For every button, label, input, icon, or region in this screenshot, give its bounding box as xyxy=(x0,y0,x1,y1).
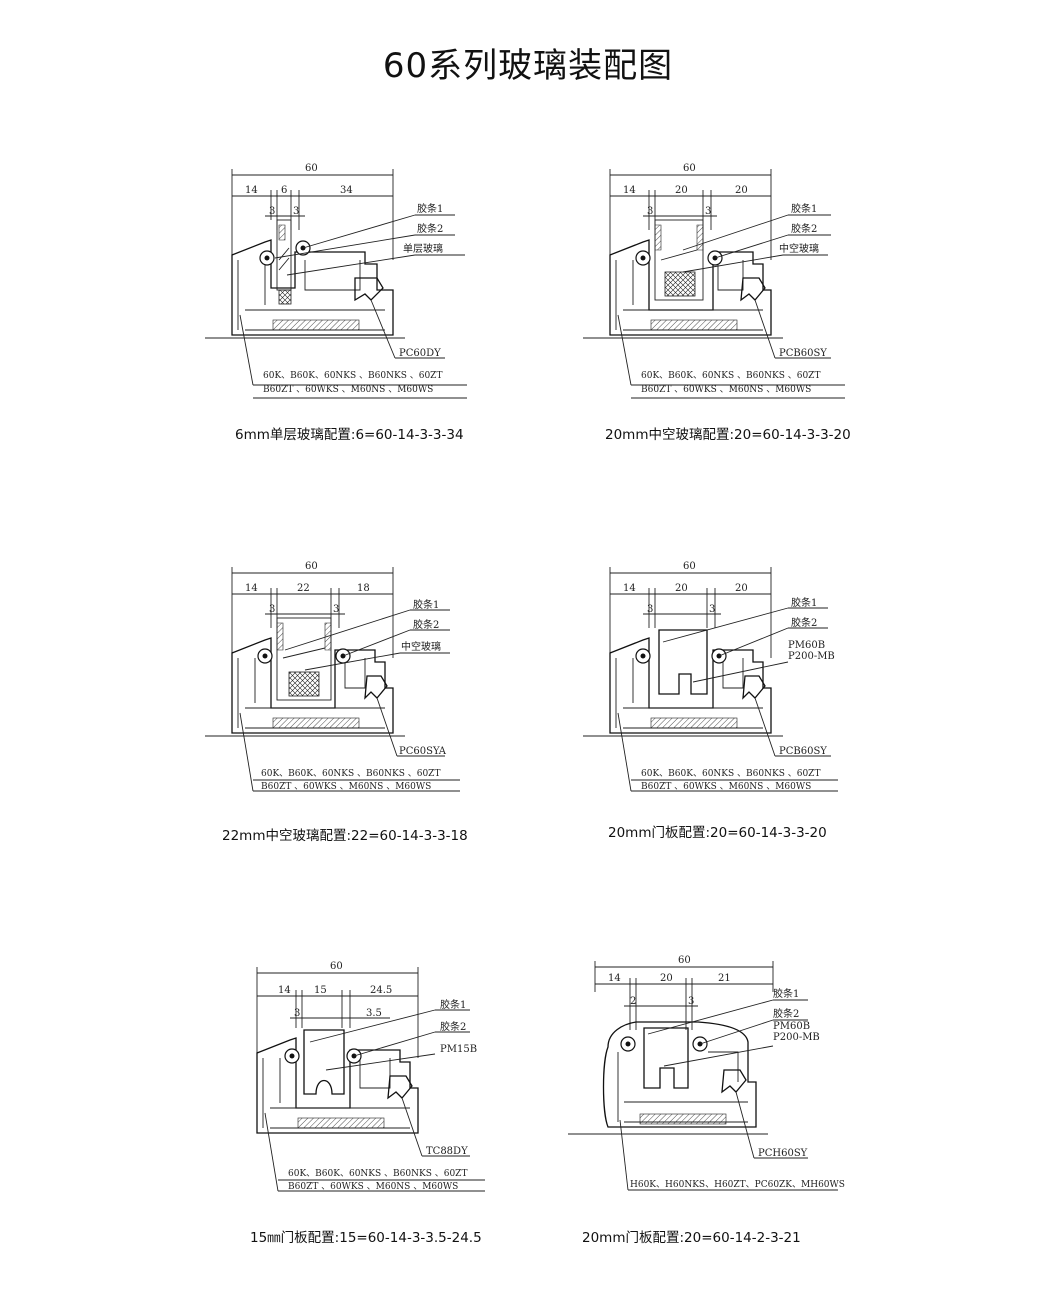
glazing-diagram-20mm-panel: 60 14 20 20 3 3 胶条1 胶条2 PM60B P200-MB PC… xyxy=(583,558,883,808)
fill-label: PM60B xyxy=(773,1021,810,1032)
subdim-a: 3 xyxy=(269,206,275,217)
subdim-b: 3.5 xyxy=(366,1008,382,1019)
seal1-label: 胶条1 xyxy=(791,202,817,215)
seal1-label: 胶条1 xyxy=(773,987,799,1000)
dim-total: 60 xyxy=(330,961,343,972)
dim-b: 20 xyxy=(660,973,673,984)
subdim-b: 3 xyxy=(709,604,715,615)
bead-label: PCB60SY xyxy=(779,746,827,757)
glazing-diagram-20mm-insulated: 60 14 20 20 3 3 胶条1 胶条2 中空玻璃 PCB60SY 60K xyxy=(583,160,883,410)
dim-total: 60 xyxy=(305,163,318,174)
dim-a: 14 xyxy=(245,185,258,196)
frame-models-1: 60K、B60K、60NKS 、B60NKS 、60ZT xyxy=(641,769,820,779)
glazing-diagram-22mm-insulated: 60 14 22 18 3 3 胶条1 胶条2 中空玻璃 PC60SYA 60K xyxy=(205,558,505,808)
frame-models-1: 60K、B60K、60NKS 、B60NKS 、60ZT xyxy=(261,769,440,779)
fill-label: PM60B xyxy=(788,640,825,651)
dim-total: 60 xyxy=(678,955,691,966)
caption-1: 6mm单层玻璃配置:6=60-14-3-3-34 xyxy=(235,427,464,443)
frame-models-1: 60K、B60K、60NKS 、B60NKS 、60ZT xyxy=(641,371,820,381)
frame-models-2: B60ZT 、60WKS 、M60NS 、M60WS xyxy=(641,385,811,395)
bead-label: PCB60SY xyxy=(779,348,827,359)
seal1-label: 胶条1 xyxy=(791,596,817,609)
dim-b: 6 xyxy=(281,185,287,196)
frame-models-2: B60ZT 、60WKS 、M60NS 、M60WS xyxy=(641,782,811,792)
dim-c: 34 xyxy=(340,185,353,196)
seal2-label: 胶条2 xyxy=(413,618,439,631)
caption-3: 22mm中空玻璃配置:22=60-14-3-3-18 xyxy=(222,828,468,844)
subdim-b: 3 xyxy=(705,206,711,217)
subdim-a: 3 xyxy=(269,604,275,615)
dim-b: 20 xyxy=(675,185,688,196)
dim-total: 60 xyxy=(683,561,696,572)
dim-a: 14 xyxy=(245,583,258,594)
dim-c: 21 xyxy=(718,973,731,984)
subdim-a: 3 xyxy=(647,604,653,615)
section-drawing: 60 14 15 24.5 3 3.5 胶条1 胶条2 PM15B TC88DY… xyxy=(256,961,485,1192)
dim-c: 20 xyxy=(735,185,748,196)
section-drawing: 60 14 22 18 3 3 胶条1 胶条2 中空玻璃 PC60SYA 60K xyxy=(205,561,460,792)
fill-label: 单层玻璃 xyxy=(403,242,443,255)
frame-models-2: B60ZT 、60WKS 、M60NS 、M60WS xyxy=(263,385,433,395)
fill-label: PM15B xyxy=(440,1044,477,1055)
fill-label-2: P200-MB xyxy=(788,651,835,662)
section-drawing: 60 14 20 20 3 3 胶条1 胶条2 PM60B P200-MB PC… xyxy=(583,561,838,792)
bead-label: PC60SYA xyxy=(399,746,447,757)
section-drawing: 60 14 20 20 3 3 胶条1 胶条2 中空玻璃 PCB60SY 60K xyxy=(583,163,845,399)
dim-c: 24.5 xyxy=(370,985,392,996)
section-drawing: 60 14 20 21 2 3 胶条1 胶条2 PM60B P200-MB PC… xyxy=(568,955,845,1191)
seal2-label: 胶条2 xyxy=(791,222,817,235)
seal1-label: 胶条1 xyxy=(417,202,443,215)
frame-models-2: B60ZT 、60WKS 、M60NS 、M60WS xyxy=(288,1182,458,1192)
seal1-label: 胶条1 xyxy=(440,998,466,1011)
dim-a: 14 xyxy=(608,973,621,984)
frame-models-2: B60ZT 、60WKS 、M60NS 、M60WS xyxy=(261,782,431,792)
subdim-a: 3 xyxy=(647,206,653,217)
dim-c: 18 xyxy=(357,583,370,594)
dim-a: 14 xyxy=(278,985,291,996)
frame-models-1: 60K、B60K、60NKS 、B60NKS 、60ZT xyxy=(288,1169,467,1179)
caption-5: 15㎜门板配置:15=60-14-3-3.5-24.5 xyxy=(250,1230,482,1246)
glazing-diagram-20mm-panel-h: 60 14 20 21 2 3 胶条1 胶条2 PM60B P200-MB PC… xyxy=(568,952,868,1202)
page-title: 60系列玻璃装配图 xyxy=(382,46,674,86)
seal2-label: 胶条2 xyxy=(791,616,817,629)
seal2-label: 胶条2 xyxy=(417,222,443,235)
dim-total: 60 xyxy=(683,163,696,174)
bead-label: PC60DY xyxy=(399,348,441,359)
fill-label: 中空玻璃 xyxy=(401,640,441,653)
dim-total: 60 xyxy=(305,561,318,572)
dim-b: 20 xyxy=(675,583,688,594)
caption-4: 20mm门板配置:20=60-14-3-3-20 xyxy=(608,825,827,841)
seal2-label: 胶条2 xyxy=(773,1007,799,1020)
glazing-diagram-6mm-single: 60 14 6 34 3 3 胶条1 胶条2 xyxy=(205,160,505,410)
subdim-a: 2 xyxy=(630,996,636,1007)
frame-models-1: H60K、H60NKS、H60ZT、PC60ZK、MH60WS xyxy=(630,1180,845,1190)
seal2-label: 胶条2 xyxy=(440,1020,466,1033)
caption-6: 20mm门板配置:20=60-14-2-3-21 xyxy=(582,1230,801,1246)
frame-models-1: 60K、B60K、60NKS 、B60NKS 、60ZT xyxy=(263,371,442,381)
dim-a: 14 xyxy=(623,185,636,196)
seal1-label: 胶条1 xyxy=(413,598,439,611)
dim-a: 14 xyxy=(623,583,636,594)
fill-label-2: P200-MB xyxy=(773,1032,820,1043)
dim-c: 20 xyxy=(735,583,748,594)
dim-b: 15 xyxy=(314,985,327,996)
subdim-a: 3 xyxy=(294,1008,300,1019)
section-drawing: 60 14 6 34 3 3 胶条1 胶条2 xyxy=(205,163,467,399)
glazing-diagram-15mm-panel: 60 14 15 24.5 3 3.5 胶条1 胶条2 PM15B TC88DY… xyxy=(230,958,530,1208)
bead-label: PCH60SY xyxy=(758,1148,808,1159)
subdim-b: 3 xyxy=(688,996,694,1007)
fill-label: 中空玻璃 xyxy=(779,242,819,255)
subdim-b: 3 xyxy=(333,604,339,615)
caption-2: 20mm中空玻璃配置:20=60-14-3-3-20 xyxy=(605,427,851,443)
bead-label: TC88DY xyxy=(426,1146,468,1157)
dim-b: 22 xyxy=(297,583,310,594)
subdim-b: 3 xyxy=(293,206,299,217)
